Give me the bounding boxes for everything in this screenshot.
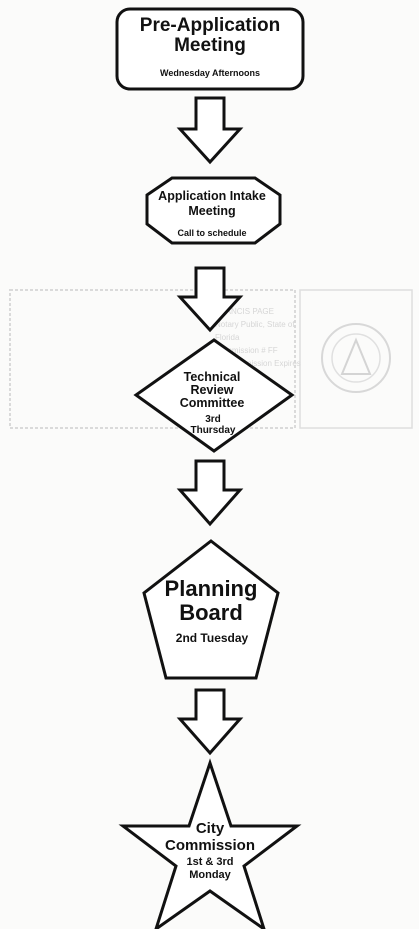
- step-shape-technical-review: [133, 338, 295, 453]
- step-title-technical-review: Technical Review Committee: [179, 370, 245, 410]
- down-arrow-icon: [176, 266, 244, 333]
- down-arrow-icon: [176, 96, 244, 165]
- step-subtitle-pre-application: Wednesday Afternoons: [159, 68, 260, 78]
- step-subtitle-city-commission: 1st & 3rd Monday: [186, 856, 234, 881]
- down-arrow-icon: [176, 459, 244, 527]
- step-title-pre-application: Pre-Application Meeting: [139, 15, 281, 56]
- down-arrow-icon: [176, 688, 244, 756]
- step-shape-planning-board: [142, 539, 280, 680]
- notary-seal-icon: [321, 323, 391, 393]
- step-shape-pre-application: [115, 7, 305, 91]
- step-subtitle-intake: Call to schedule: [177, 228, 247, 238]
- step-subtitle-technical-review: 3rd Thursday: [190, 414, 236, 436]
- step-shape-city-commission: [118, 758, 302, 929]
- step-title-intake: Application Intake Meeting: [158, 189, 266, 218]
- step-shape-intake: [145, 176, 282, 245]
- step-title-planning-board: Planning Board: [164, 576, 258, 625]
- step-title-city-commission: City Commission: [164, 820, 255, 854]
- step-subtitle-planning-board: 2nd Tuesday: [175, 631, 249, 645]
